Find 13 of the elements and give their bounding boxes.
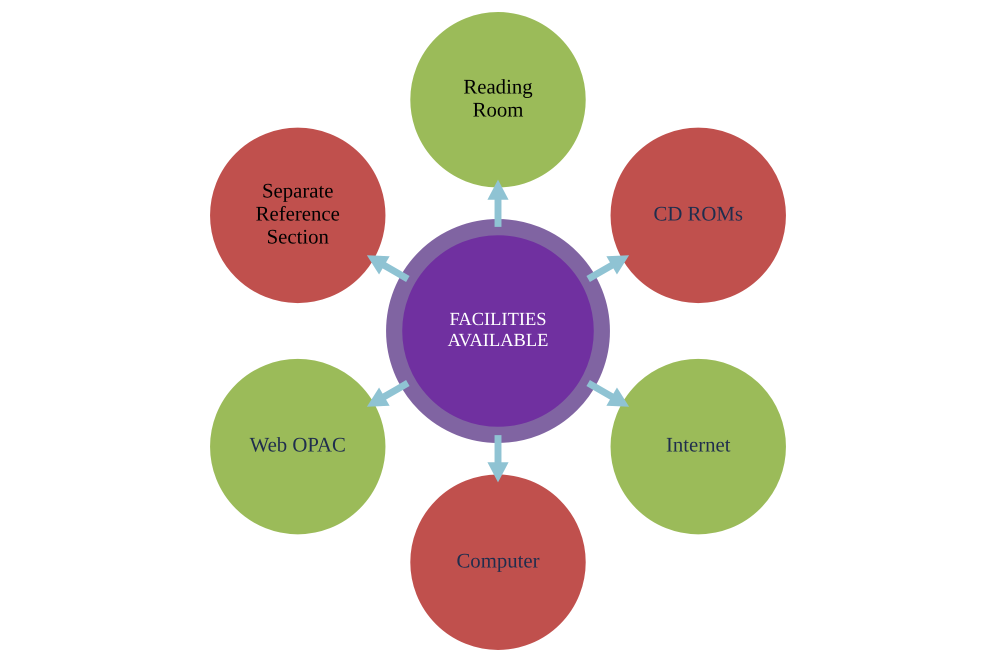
arrow [586, 255, 629, 282]
node-circle: Web OPAC [210, 358, 385, 534]
node-circle: FACILITIES AVAILABLE [386, 219, 610, 443]
arrow [486, 435, 508, 482]
node-circle: CD ROMs [610, 128, 786, 304]
arrow [486, 180, 508, 227]
node-circle: Computer [410, 474, 586, 650]
arrow [366, 255, 410, 282]
node-circle: Separate Reference Section [210, 128, 385, 304]
arrow [366, 380, 410, 407]
node-circle: Reading Room [410, 12, 586, 188]
node-circle: Internet [610, 358, 786, 534]
arrow [586, 380, 629, 407]
